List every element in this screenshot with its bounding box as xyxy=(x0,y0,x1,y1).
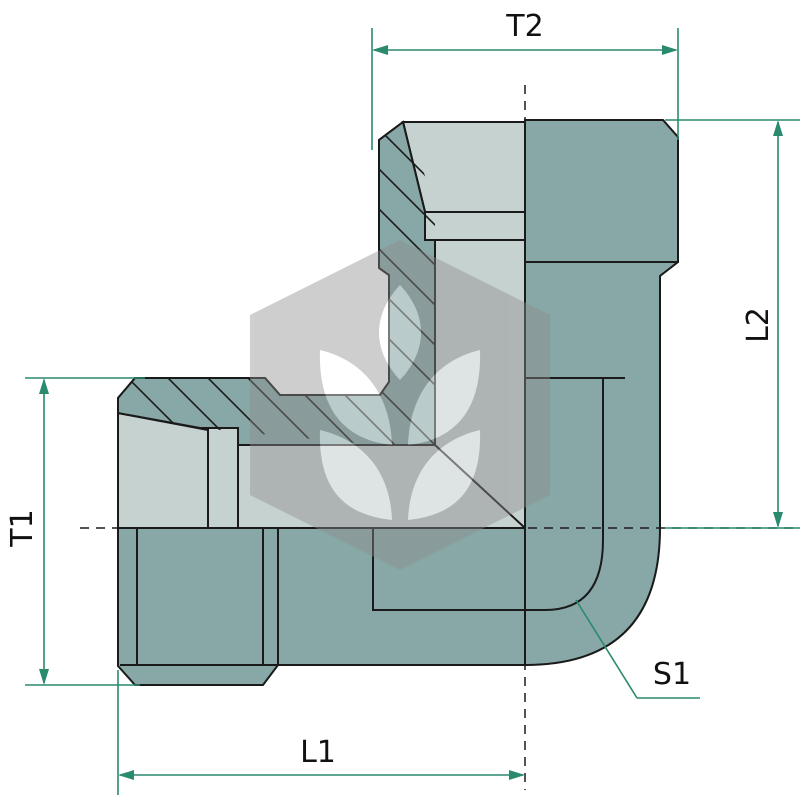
dimension-label-l2: L2 xyxy=(741,307,776,343)
dimension-label-l1: L1 xyxy=(300,735,336,770)
dimension-lines xyxy=(25,28,800,795)
inner-corner xyxy=(434,444,526,529)
dimension-label-t2: T2 xyxy=(505,9,543,44)
leaf-logo-icon xyxy=(250,240,550,570)
bottom-nut-right-edge xyxy=(262,528,279,665)
bend-hidden-line xyxy=(372,378,604,611)
lower-body xyxy=(117,527,526,686)
dimension-label-s1: S1 xyxy=(653,657,691,692)
outline-details xyxy=(120,261,678,666)
bottom-nut-left-edge xyxy=(120,528,278,666)
dimension-label-t1: T1 xyxy=(5,509,40,547)
